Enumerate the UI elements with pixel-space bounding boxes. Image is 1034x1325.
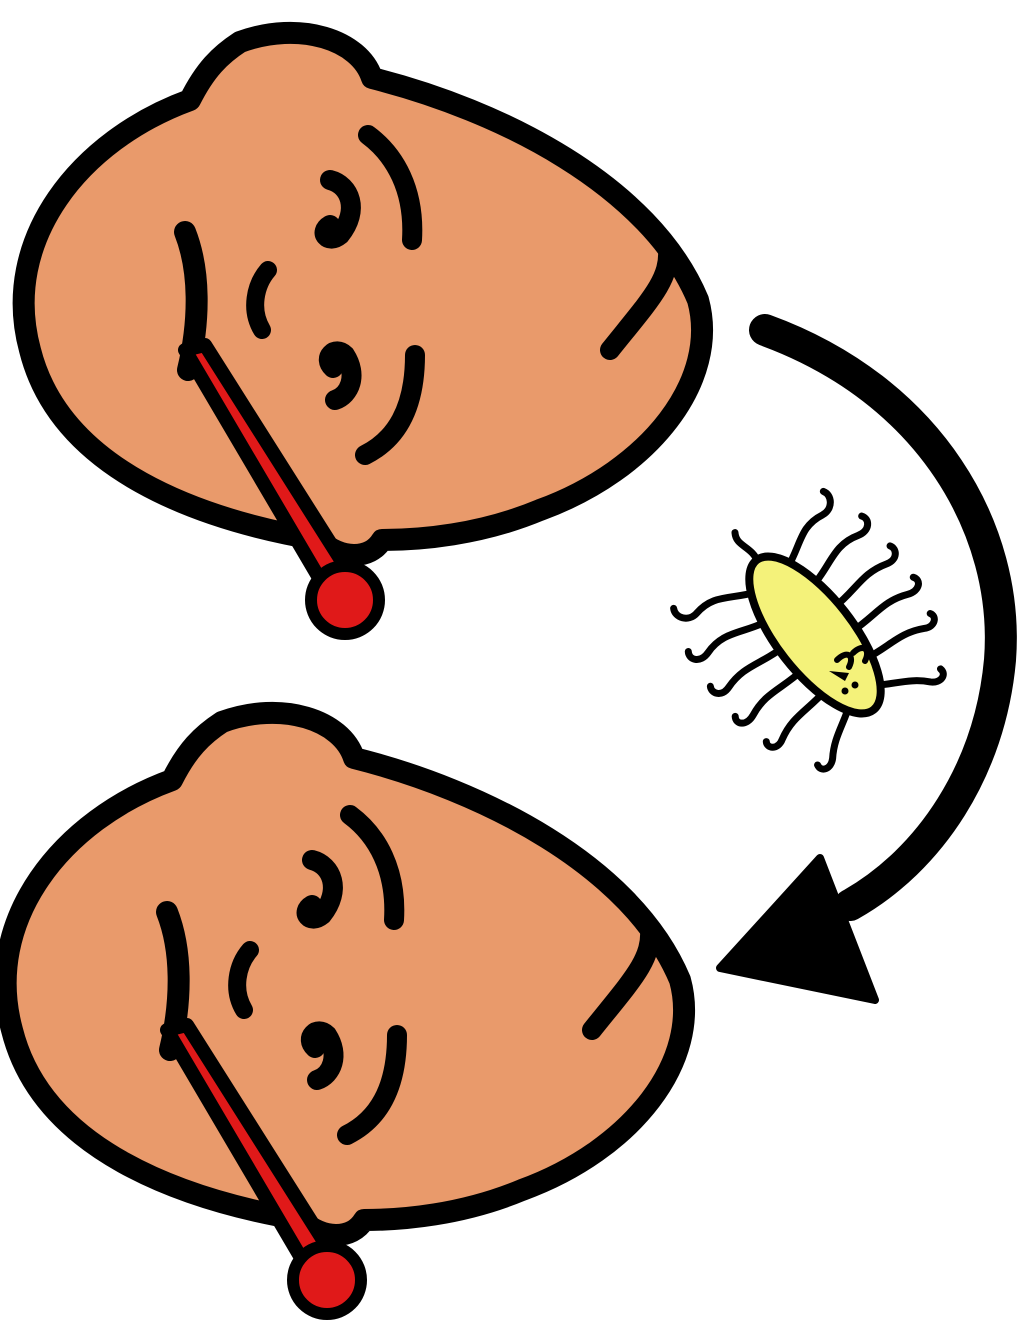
thermometer-bulb bbox=[311, 566, 379, 634]
head-shape bbox=[6, 713, 684, 1235]
arrow-head bbox=[720, 858, 875, 1000]
germ-icon bbox=[644, 462, 975, 795]
sick-face-icon bbox=[6, 713, 684, 1235]
thermometer-bulb bbox=[293, 1246, 361, 1314]
bottom-face bbox=[6, 713, 684, 1314]
top-face bbox=[24, 33, 702, 634]
head-shape bbox=[24, 33, 702, 555]
sick-face-icon bbox=[24, 33, 702, 555]
